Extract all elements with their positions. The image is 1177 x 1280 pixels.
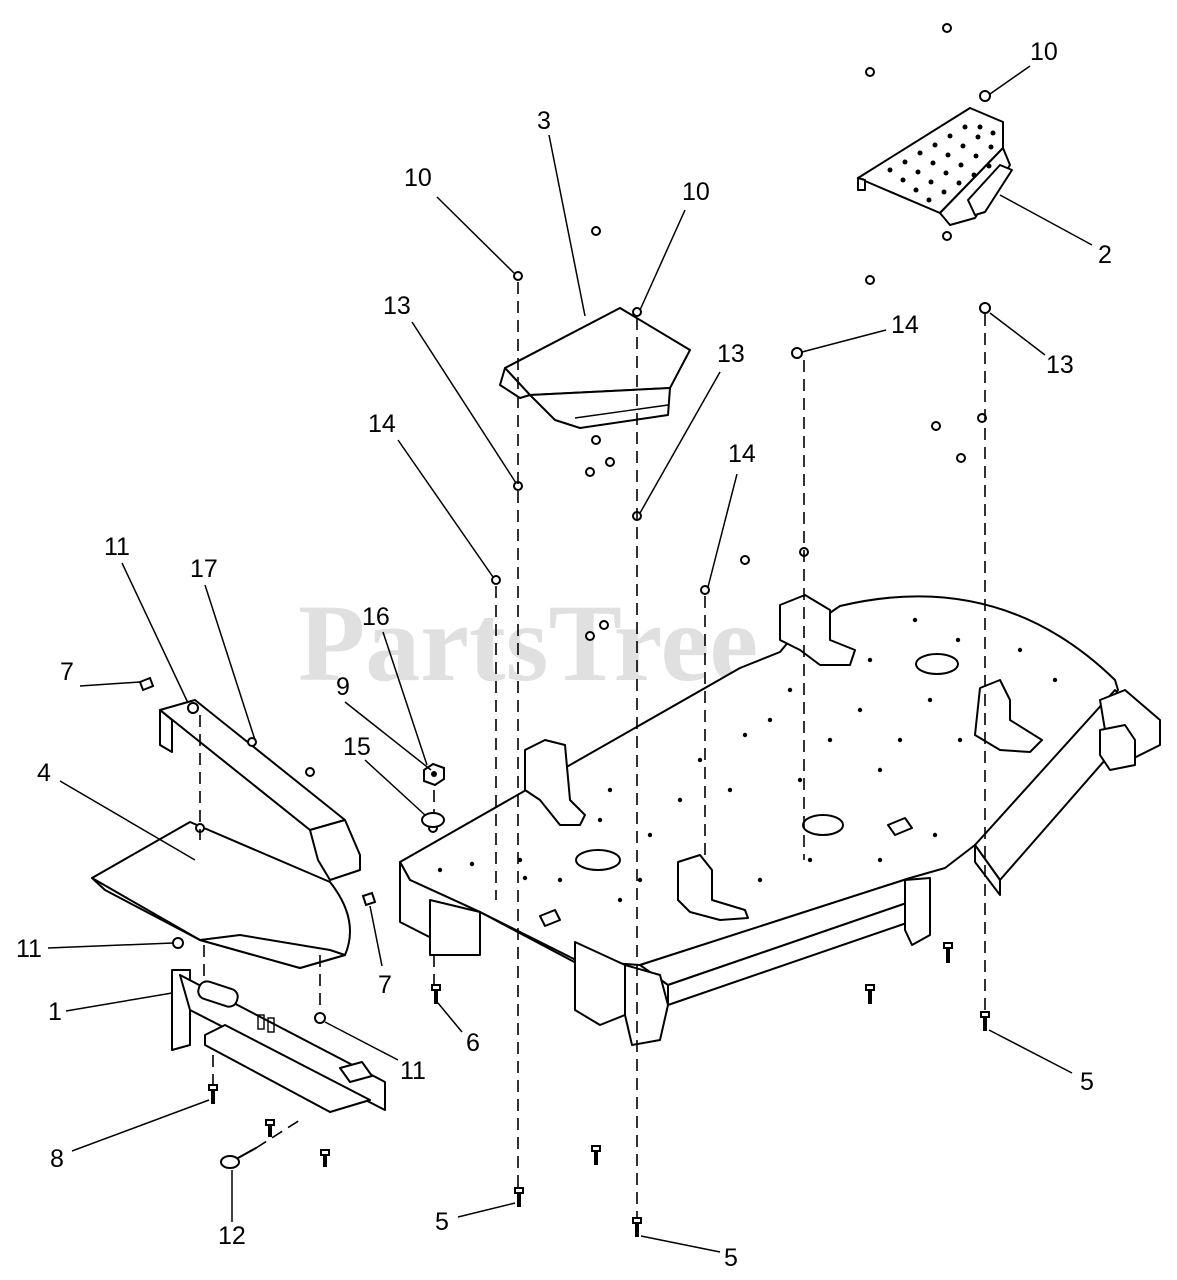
hardware <box>138 23 991 1237</box>
callout-3: 3 <box>537 107 551 135</box>
assembly-lines <box>199 282 986 1218</box>
callout-7: 7 <box>378 971 392 999</box>
callout-14: 14 <box>368 410 396 438</box>
callout-16: 16 <box>362 603 390 631</box>
callout-12: 12 <box>218 1222 246 1250</box>
callout-14: 14 <box>728 440 756 468</box>
mower-deck <box>399 594 1161 1046</box>
callout-10: 10 <box>404 164 432 192</box>
callout-7: 7 <box>60 658 74 686</box>
callout-9: 9 <box>336 673 350 701</box>
callout-14: 14 <box>891 311 919 339</box>
callout-5: 5 <box>435 1208 449 1236</box>
part-3-center-cover <box>499 307 691 429</box>
callout-1: 1 <box>48 998 62 1026</box>
part-1-bracket <box>171 969 386 1113</box>
callout-13: 13 <box>1046 351 1074 379</box>
callout-5: 5 <box>724 1244 738 1272</box>
watermark: PartsTree <box>298 582 758 704</box>
callout-13: 13 <box>717 340 745 368</box>
callout-5: 5 <box>1080 1068 1094 1096</box>
callout-11: 11 <box>16 935 42 963</box>
leader-lines <box>47 65 1093 1253</box>
callout-10: 10 <box>682 178 710 206</box>
callout-15: 15 <box>343 733 371 761</box>
callout-6: 6 <box>466 1029 480 1057</box>
part-2-perforated-guard <box>857 107 1013 226</box>
callout-labels: 10 2 3 10 10 13 14 13 13 14 14 11 17 16 … <box>16 38 1112 1272</box>
part-4-deflector <box>91 821 351 969</box>
callout-2: 2 <box>1098 241 1112 269</box>
callout-4: 4 <box>37 759 51 787</box>
callout-11: 11 <box>104 533 130 561</box>
callout-10: 10 <box>1030 38 1058 66</box>
callout-13: 13 <box>383 292 411 320</box>
callout-17: 17 <box>190 555 218 583</box>
part-17-side-cover <box>159 699 361 881</box>
callout-11: 11 <box>400 1057 426 1085</box>
callout-8: 8 <box>50 1145 64 1173</box>
